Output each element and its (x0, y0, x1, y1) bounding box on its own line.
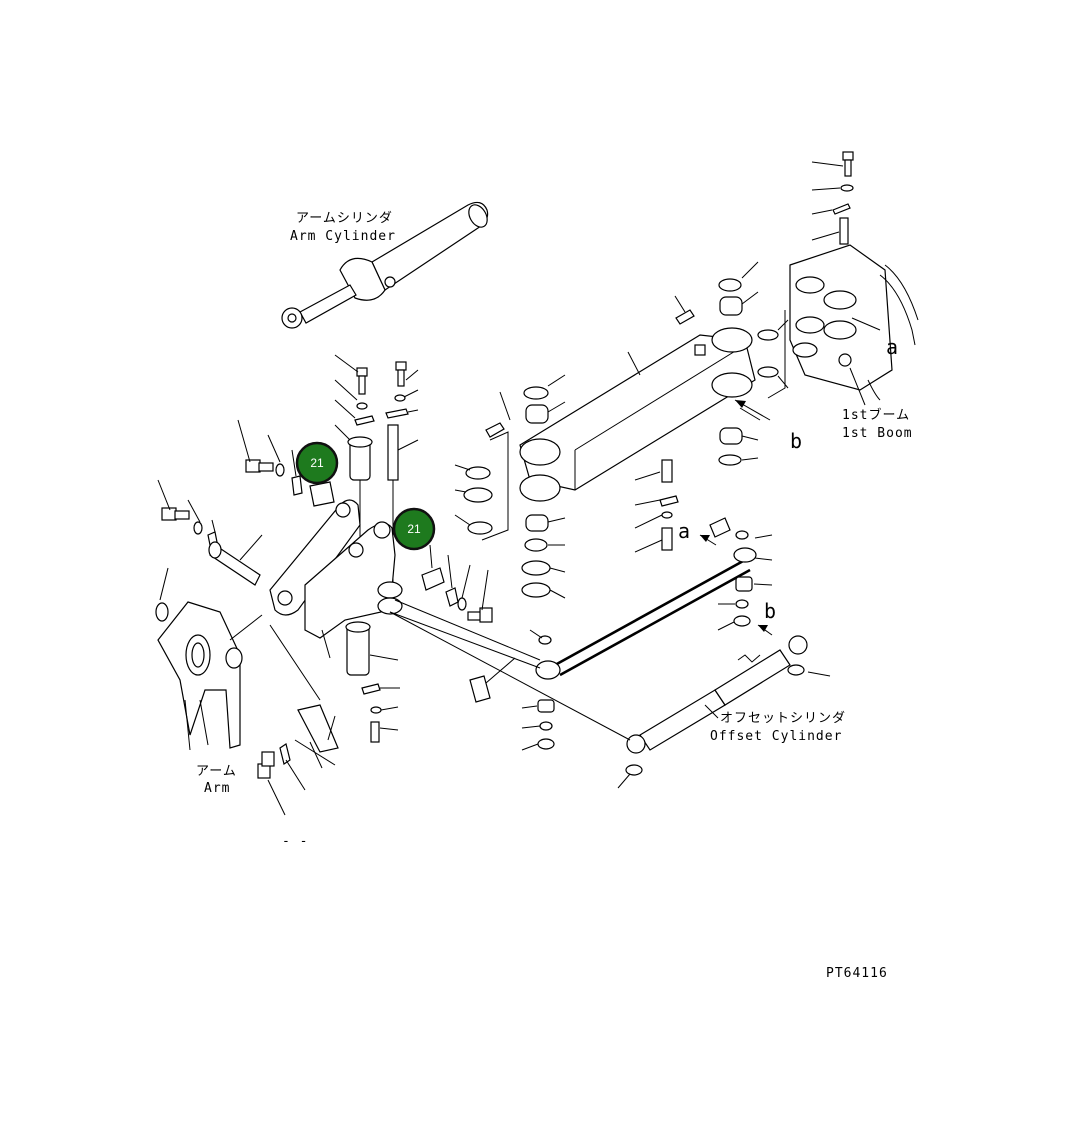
callout-number: 21 (407, 522, 421, 536)
callout-21-upper[interactable]: 21 (295, 441, 339, 485)
callout-21-lower[interactable]: 21 (392, 507, 436, 551)
link-lever-drawing (157, 419, 493, 659)
ref-a-top-right: a (886, 335, 898, 359)
ref-b-top: b (790, 429, 802, 453)
offset-cylinder-label-en: Offset Cylinder (710, 729, 842, 744)
arm-cylinder-label-jp: アームシリンダ (296, 211, 393, 226)
first-boom-label-en: 1st Boom (842, 426, 913, 441)
first-boom-drawing (789, 151, 919, 406)
boom-body-drawing (454, 261, 789, 599)
pin-hardware-drawing (334, 354, 419, 743)
dash-label: - - (282, 834, 308, 849)
drawing-number: PT64116 (826, 966, 888, 981)
arm-cylinder-drawing (281, 201, 489, 329)
arm-label-en: Arm (204, 781, 230, 796)
ref-b-middle: b (764, 599, 776, 623)
ref-a-middle: a (678, 519, 690, 543)
reference-arrows (699, 399, 773, 636)
callout-number: 21 (310, 456, 324, 470)
arm-cylinder-label-en: Arm Cylinder (290, 229, 396, 244)
arm-label-jp: アーム (196, 764, 237, 779)
offset-cylinder-label-jp: オフセットシリンダ (720, 711, 846, 726)
arm-drawing (155, 567, 263, 751)
offset-cylinder-drawing (389, 459, 831, 789)
first-boom-label-jp: 1stブーム (842, 407, 910, 423)
lower-bolt-drawing (257, 624, 339, 816)
